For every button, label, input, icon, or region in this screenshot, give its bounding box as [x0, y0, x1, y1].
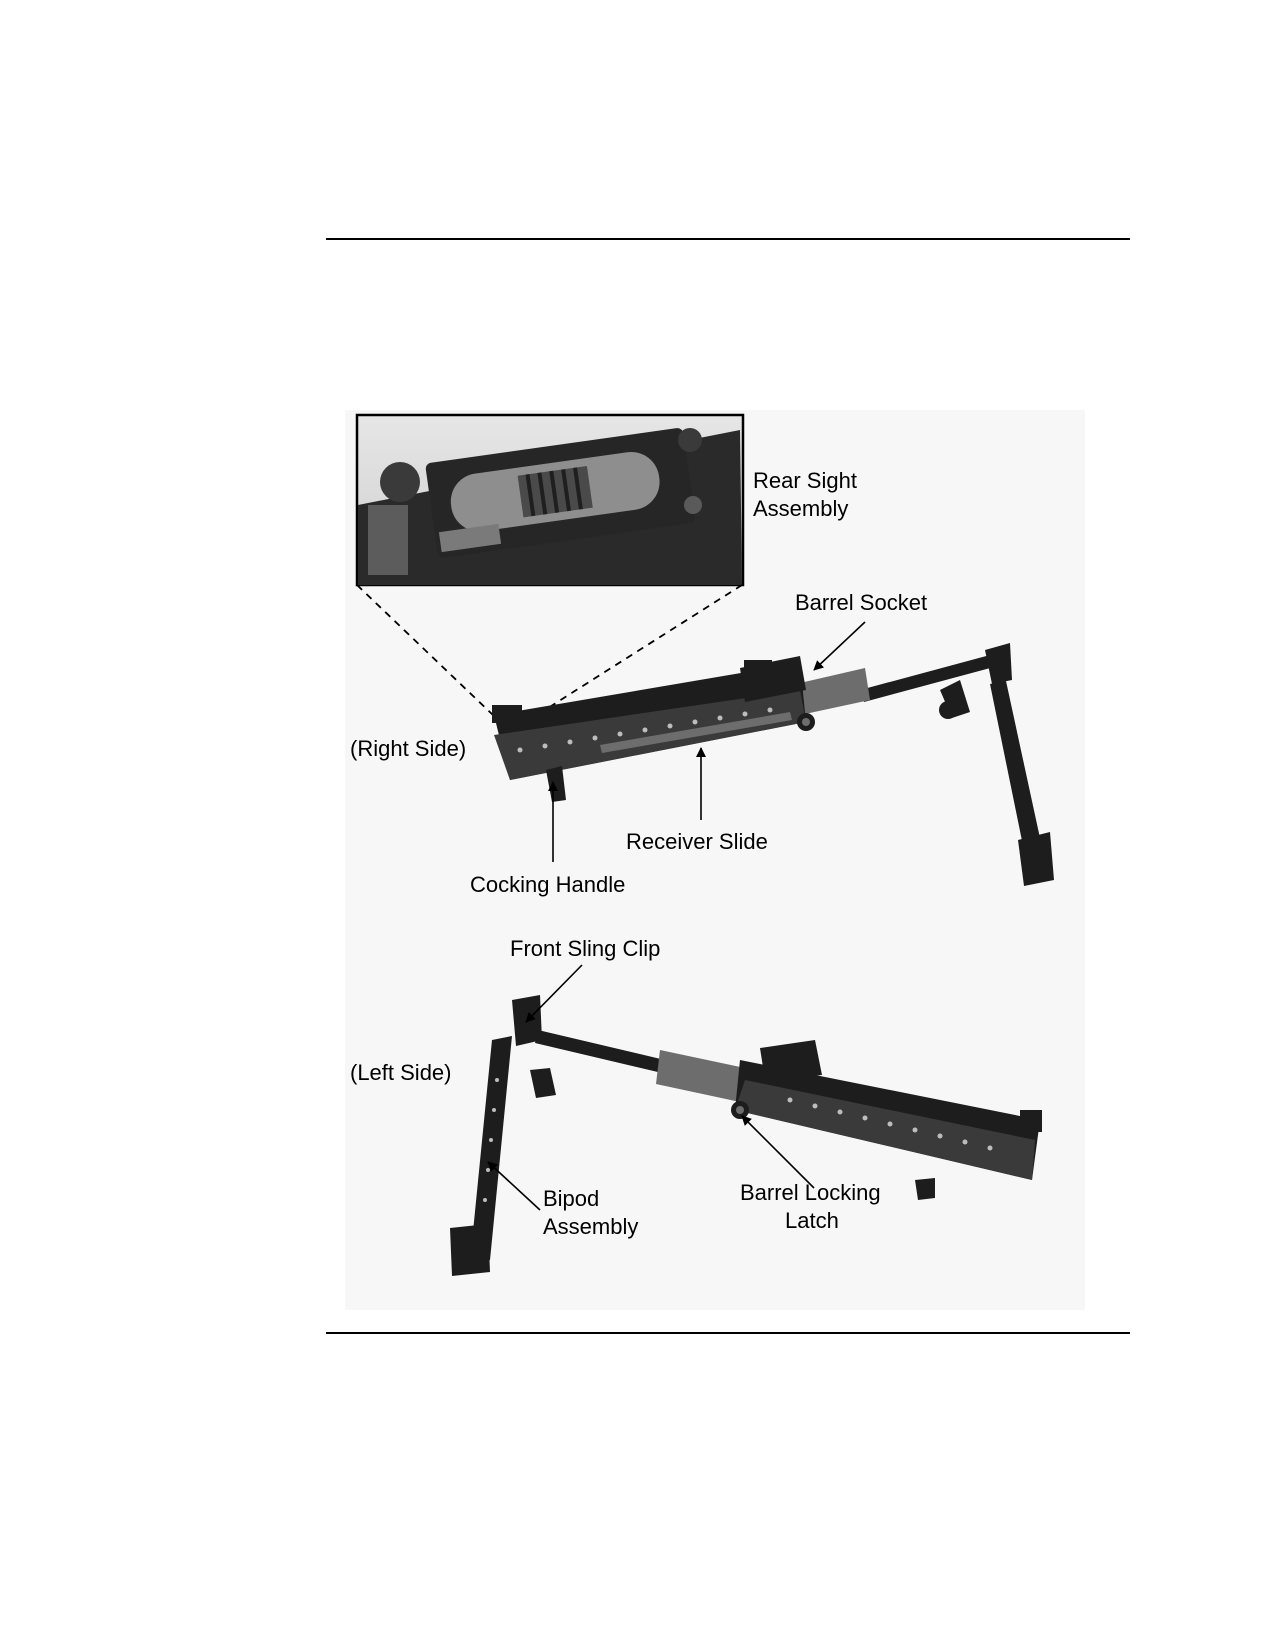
barrel-locking-label-line1: Barrel Locking	[740, 1180, 881, 1205]
bottom-rule	[326, 1332, 1130, 1334]
barrel-socket-label: Barrel Socket	[795, 590, 927, 615]
rear-sight-inset	[355, 413, 745, 587]
bipod-label-line1: Bipod	[543, 1186, 599, 1211]
leader-barrel-locking-latch	[741, 1115, 815, 1189]
rear-sight-label-line1: Rear Sight	[753, 468, 857, 493]
leader-bipod	[487, 1161, 541, 1211]
rear-sight-label-line2: Assembly	[753, 496, 848, 521]
bipod-label-line2: Assembly	[543, 1214, 638, 1239]
right-side-label: (Right Side)	[350, 736, 466, 761]
leader-front-sling-clip	[525, 964, 583, 1023]
leader-lines	[487, 621, 866, 1211]
barrel-locking-label-line2: Latch	[785, 1208, 839, 1233]
zoom-line-left	[356, 584, 495, 717]
leader-barrel-socket	[813, 621, 866, 671]
receiver-slide-label: Receiver Slide	[626, 829, 768, 854]
left-side-label: (Left Side)	[350, 1060, 452, 1085]
gun-right-side	[492, 643, 1054, 886]
gun-left-side	[450, 995, 1042, 1276]
top-rule	[326, 238, 1130, 240]
cocking-handle-label: Cocking Handle	[470, 872, 625, 897]
front-sling-clip-label: Front Sling Clip	[510, 936, 660, 961]
